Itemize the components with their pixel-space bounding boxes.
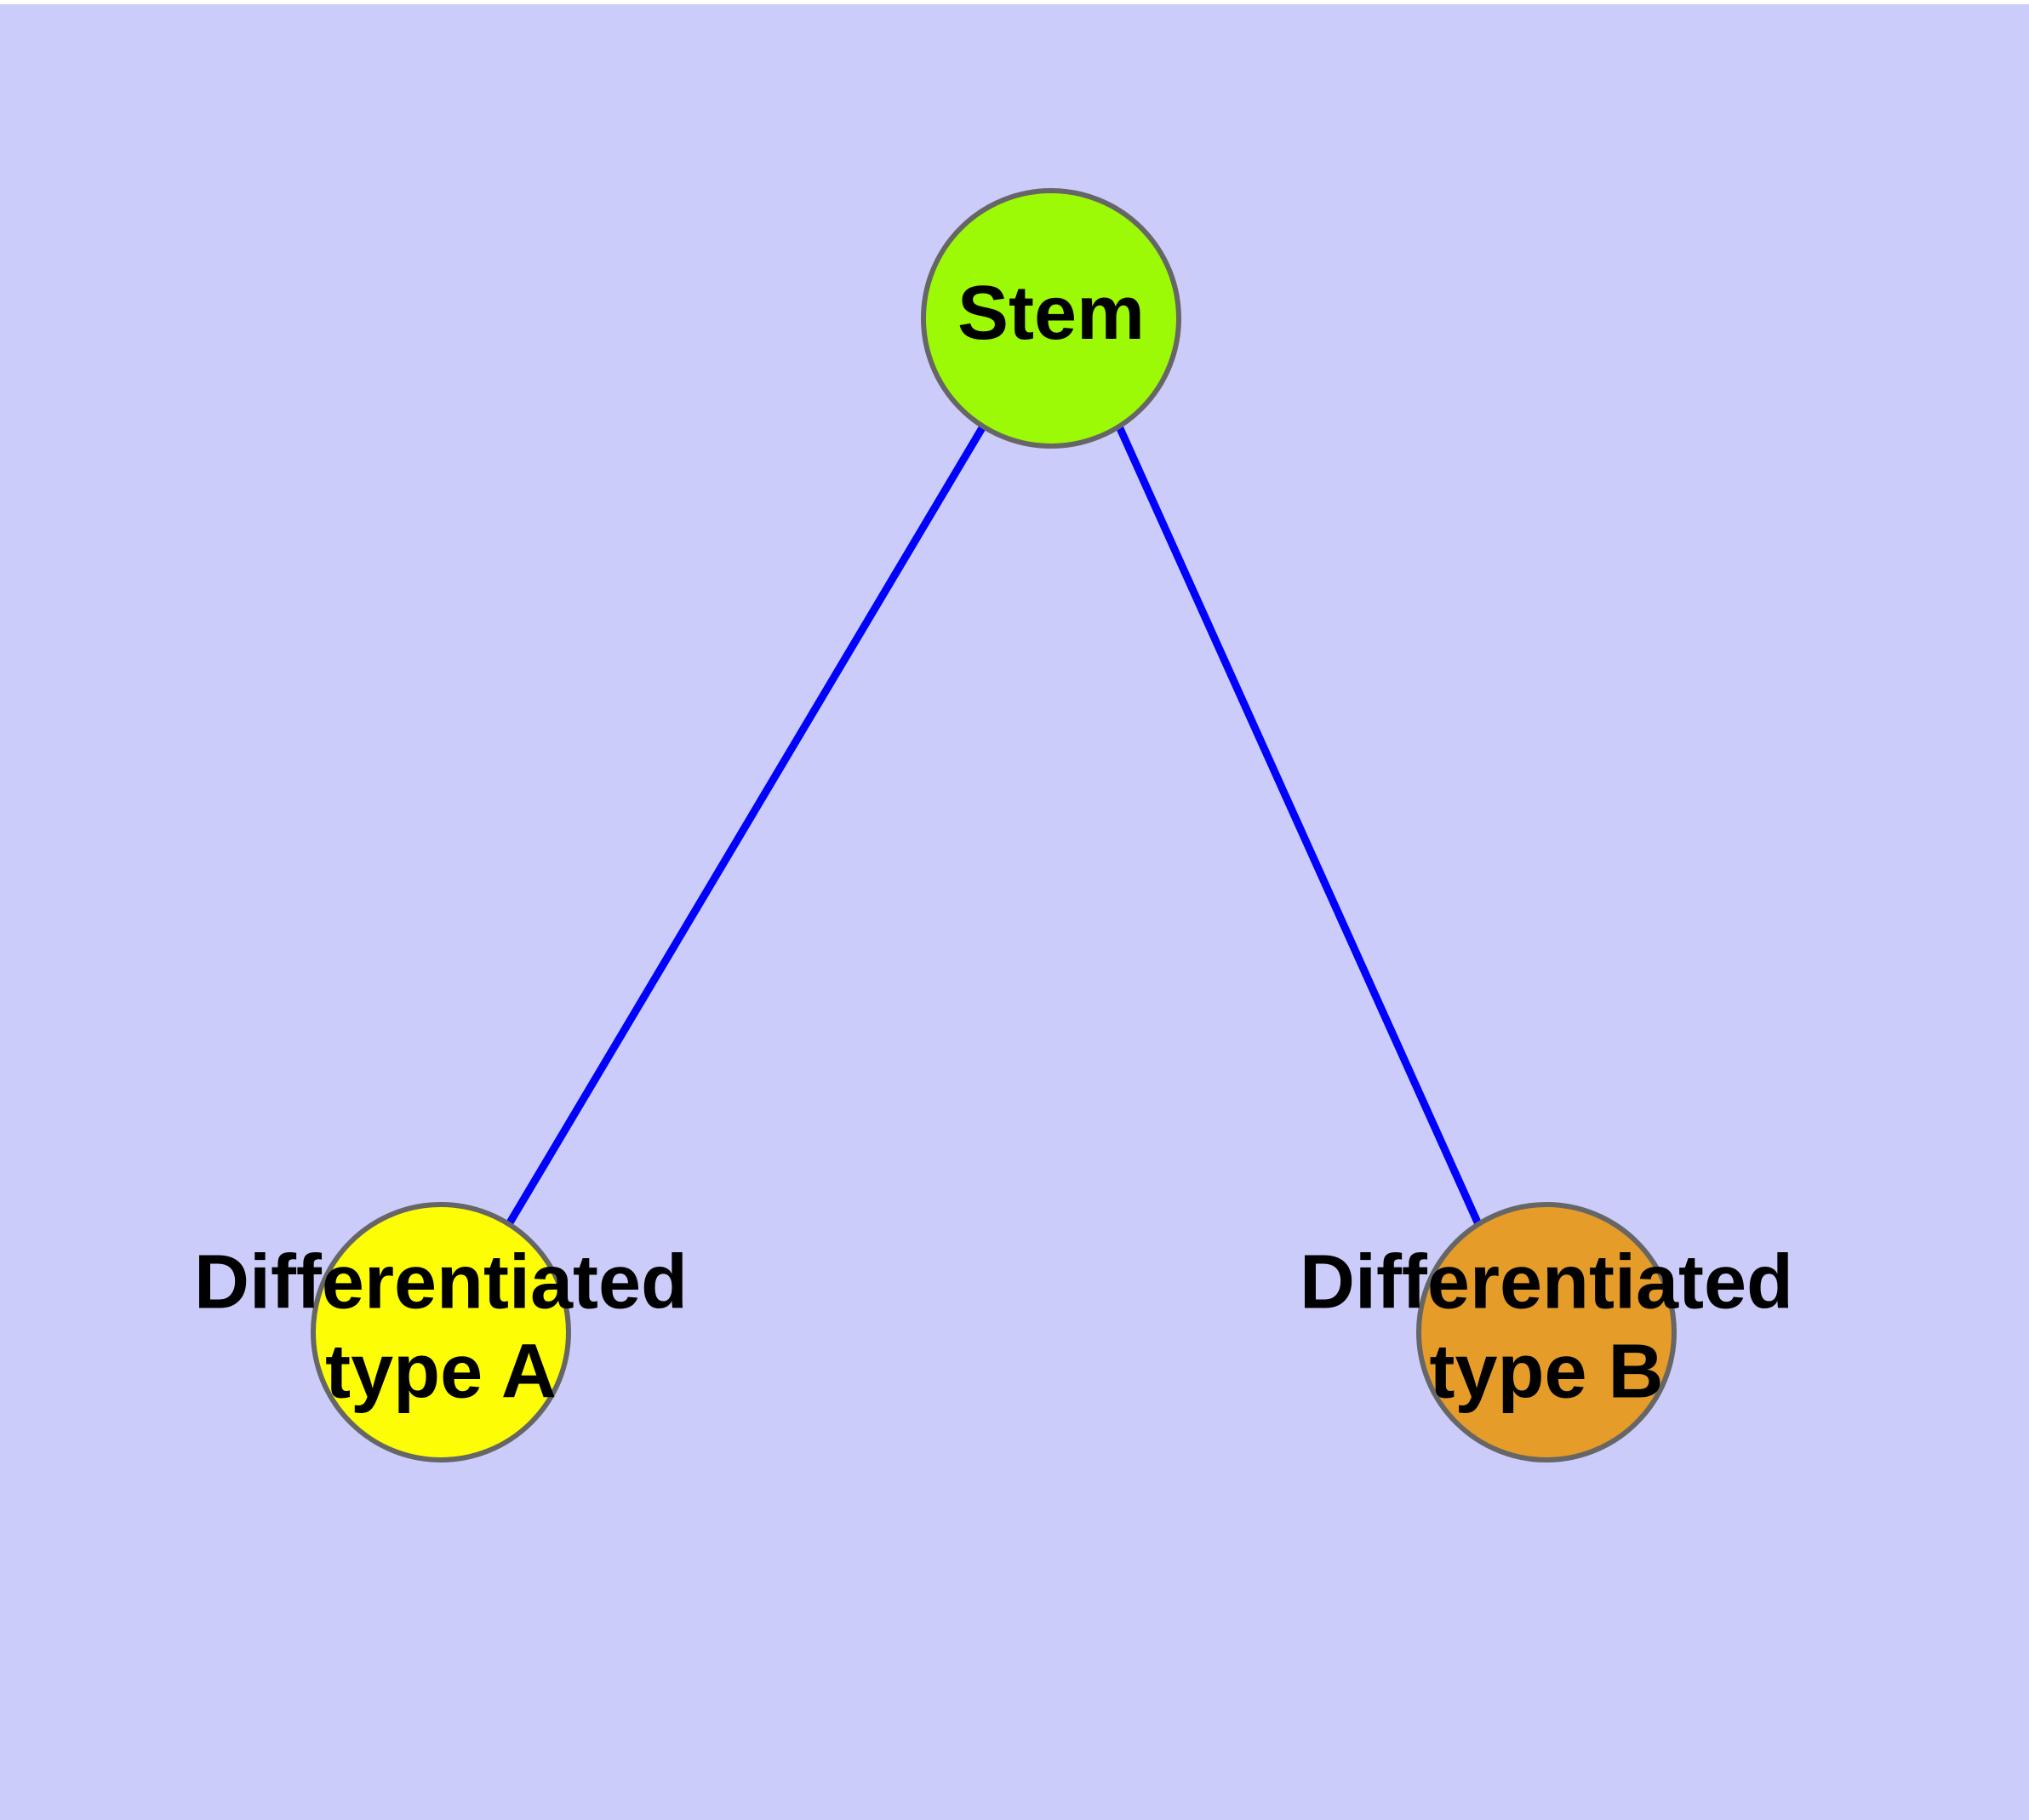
node-label-line: Differentiated [194, 1239, 688, 1325]
edges-layer [506, 424, 1483, 1227]
graph-node-diff-b[interactable] [1416, 1202, 1677, 1462]
node-label-line: Differentiated [1300, 1239, 1793, 1325]
node-circle-stem[interactable] [921, 188, 1181, 449]
node-label-line: Stem [957, 271, 1145, 356]
node-label-line: type A [325, 1329, 557, 1414]
node-circle-diff-b[interactable] [1416, 1202, 1677, 1462]
node-label-line: type B [1429, 1329, 1663, 1414]
graph-node-diff-a[interactable] [311, 1202, 571, 1462]
graph-edge-stem-to-diff-b[interactable] [1115, 425, 1483, 1226]
node-circle-diff-a[interactable] [311, 1202, 571, 1462]
node-label-stem: Stem [957, 271, 1145, 356]
graph-edge-stem-to-diff-a[interactable] [506, 424, 986, 1227]
graph-node-stem[interactable] [921, 188, 1181, 449]
